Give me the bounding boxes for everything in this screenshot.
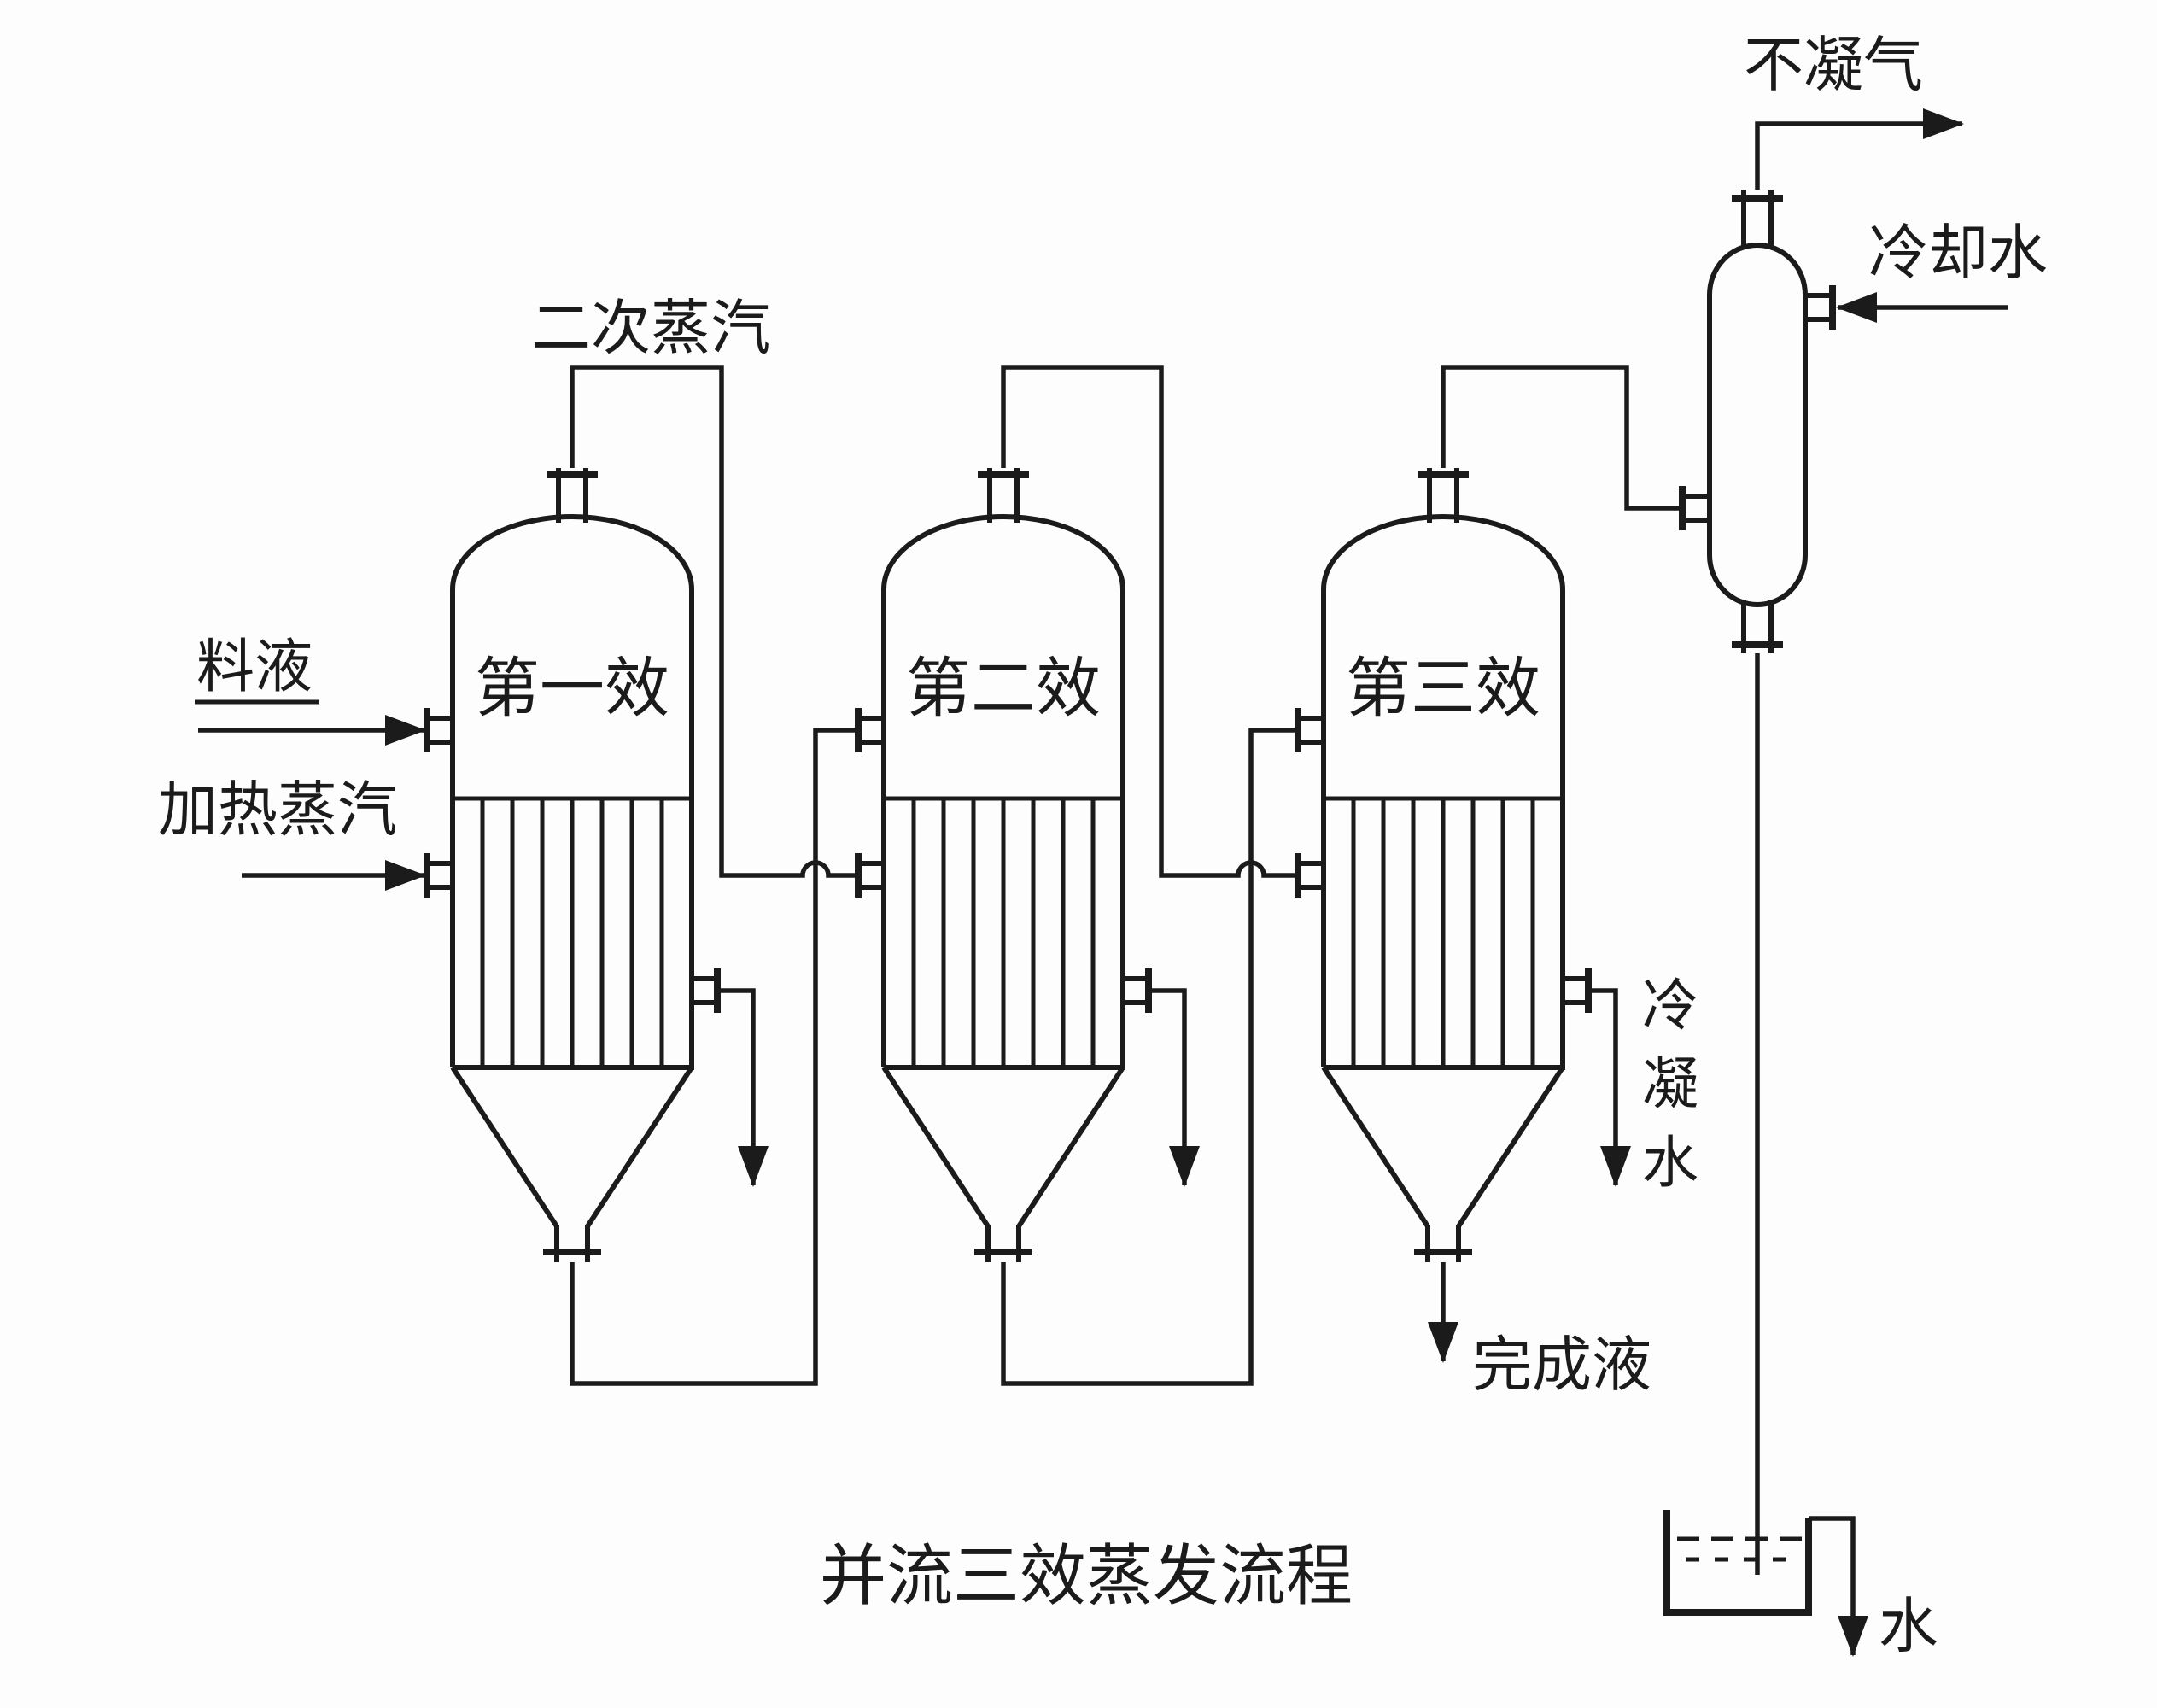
water-seal-tank — [1663, 1510, 1812, 1616]
condensate-arrow-effect3 — [1588, 988, 1631, 1187]
condensate-label: 冷 凝 水 — [1642, 973, 1698, 1196]
cooling-water-label: 冷却水 — [1868, 218, 2048, 288]
secondary-steam-label: 二次蒸汽 — [531, 293, 770, 363]
effect3-label: 第三效 — [1346, 650, 1540, 726]
water-label: 水 — [1879, 1591, 1938, 1661]
condenser-shell — [1707, 243, 1808, 607]
tank-walls — [1663, 1510, 1812, 1616]
vapor-line-effect3-to-condenser — [1441, 365, 1682, 511]
non-condensable-gas-arrow — [1755, 108, 1964, 190]
liquor-line-effect2-to-effect3 — [1001, 728, 1298, 1386]
finished-liquid-label: 完成液 — [1472, 1330, 1651, 1400]
effect1-label: 第一效 — [475, 650, 669, 726]
evaporator-3 — [1298, 468, 1588, 1262]
condenser-top-nozzle — [1732, 190, 1783, 249]
condensate-arrow-effect2 — [1149, 988, 1200, 1187]
feed-label: 料液 — [196, 634, 313, 701]
water-outlet-arrow — [1809, 1516, 1868, 1657]
condensate-label-char2: 凝 — [1642, 1051, 1698, 1117]
heating-steam-label: 加热蒸汽 — [158, 775, 397, 845]
condensate-label-char1: 冷 — [1642, 973, 1698, 1038]
condenser-cooling-water-nozzle — [1805, 285, 1836, 330]
condenser-bottom-nozzle — [1732, 600, 1783, 653]
condenser — [1679, 190, 1836, 653]
effect2-label: 第二效 — [906, 650, 1101, 726]
condensate-arrow-effect1 — [717, 988, 769, 1187]
evaporator-1 — [427, 468, 717, 1262]
condensate-label-char3: 水 — [1642, 1130, 1698, 1196]
non-condensable-gas-label: 不凝气 — [1744, 30, 1923, 100]
vapor-line-effect2-to-effect3 — [1001, 365, 1298, 878]
vapor-line-effect1-to-effect2 — [570, 365, 858, 878]
diagram-title: 并流三效蒸发流程 — [820, 1538, 1353, 1615]
evaporator-2 — [858, 468, 1149, 1262]
liquor-line-effect1-to-effect2 — [570, 728, 858, 1386]
condenser-vapor-inlet-nozzle — [1679, 486, 1710, 530]
